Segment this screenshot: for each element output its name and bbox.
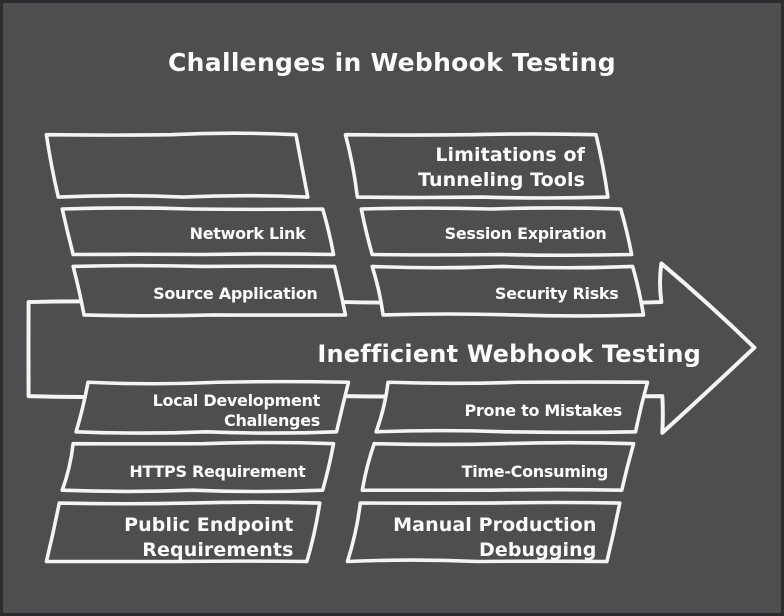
box-time-consuming-shape	[360, 440, 636, 493]
box-https-requirement: HTTPS Requirement	[129, 461, 306, 481]
box-session-expiration: Session Expiration	[444, 224, 607, 243]
arrow-label: Inefficient Webhook Testing	[317, 340, 701, 368]
box-public-endpoint-requirements: Public Endpoint Requirements	[124, 513, 294, 561]
box-local-development-challenges: Local Development Challenges	[152, 391, 321, 430]
box-network-link-shape	[60, 206, 336, 257]
box-security-risks-shape	[370, 264, 646, 318]
diagram-shapes	[26, 131, 757, 564]
box-limitations-of-tunneling-tools: Limitations of Tunneling Tools	[418, 143, 585, 191]
diagram-title: Challenges in Webhook Testing	[168, 48, 616, 77]
box-blank-category-shape	[44, 131, 310, 199]
box-public-endpoint-requirements-shape	[44, 500, 322, 564]
box-prone-to-mistakes-shape	[374, 380, 650, 435]
box-time-consuming: Time-Consuming	[461, 461, 609, 481]
box-source-application-shape	[71, 263, 348, 318]
box-source-application: Source Application	[153, 283, 318, 303]
box-prone-to-mistakes: Prone to Mistakes	[464, 401, 623, 420]
box-blank-category	[52, 136, 304, 199]
box-manual-production-debugging-shape	[345, 500, 622, 564]
box-https-requirement-shape	[60, 440, 336, 494]
box-network-link: Network Link	[189, 224, 306, 243]
box-limitations-of-tunneling-tools-shape	[343, 132, 610, 200]
box-manual-production-debugging: Manual Production Debugging	[393, 513, 597, 561]
box-local-development-challenges-shape	[74, 379, 351, 435]
box-security-risks: Security Risks	[494, 283, 619, 303]
box-session-expiration-shape	[359, 206, 634, 258]
